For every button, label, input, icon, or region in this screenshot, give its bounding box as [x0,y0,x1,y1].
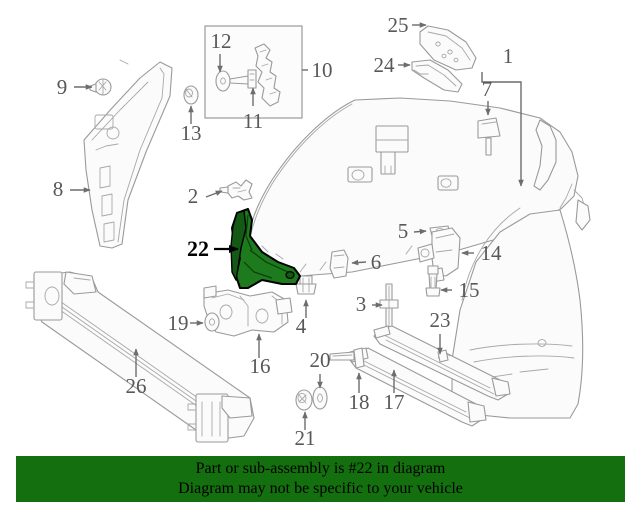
reflector-part-25 [419,25,477,71]
callout-label-17[interactable]: 17 [384,390,405,414]
callout-labels: 1 2 3 4 5 6 7 8 9 10 11 12 13 14 15 16 1… [53,13,514,450]
callout-label-7[interactable]: 7 [482,77,493,101]
info-banner: Part or sub-assembly is #22 in diagram D… [16,456,625,502]
callout-label-20[interactable]: 20 [310,348,331,372]
callout-label-4[interactable]: 4 [296,314,307,338]
callout-label-12[interactable]: 12 [211,29,232,53]
clip-part-9 [89,78,112,96]
callout-label-16[interactable]: 16 [250,354,271,378]
grommet-part-13 [183,85,199,105]
absorber-part-23 [373,325,511,401]
callout-label-6[interactable]: 6 [371,250,382,274]
grommet-part-21 [295,389,313,411]
callout-label-25[interactable]: 25 [388,13,409,37]
callout-label-8[interactable]: 8 [53,177,64,201]
side-rail-part-8 [83,59,173,249]
retainer-part-6 [329,249,349,279]
callout-label-10[interactable]: 10 [312,58,333,82]
callout-leaders [70,22,524,430]
bracket-part-14 [417,227,461,283]
callout-label-11[interactable]: 11 [243,109,263,133]
callout-label-24[interactable]: 24 [374,53,396,77]
bumper-reinforcement-part [25,271,255,443]
bolt-part-4 [295,275,317,295]
long-bolt-part-3 [379,283,399,331]
bracket-assembly-part-16 [203,285,293,337]
washer-part-20 [312,386,328,410]
callout-label-21[interactable]: 21 [295,426,316,450]
callout-label-5[interactable]: 5 [398,219,409,243]
callout-label-2[interactable]: 2 [188,184,199,208]
banner-line-part-number: Part or sub-assembly is #22 in diagram [195,460,446,477]
callout-label-15[interactable]: 15 [459,278,480,302]
callout-label-22[interactable]: 22 [187,236,209,261]
trim-cap-part-24 [411,59,463,93]
callout-label-3[interactable]: 3 [356,292,367,316]
banner-line-disclaimer: Diagram may not be specific to your vehi… [178,480,463,497]
callout-label-19[interactable]: 19 [168,311,189,335]
bumper-cover-part [246,97,591,419]
callout-label-9[interactable]: 9 [57,75,68,99]
callout-label-14[interactable]: 14 [481,241,503,265]
callout-label-1[interactable]: 1 [503,44,514,68]
callout-label-13[interactable]: 13 [181,121,202,145]
callout-label-23[interactable]: 23 [430,308,451,332]
clip-part-2 [219,179,253,201]
bolt-part-15 [425,265,441,297]
callout-label-18[interactable]: 18 [349,390,370,414]
callout-label-26[interactable]: 26 [126,374,147,398]
screw-part-18 [329,347,365,369]
highlighted-part-22 [230,208,301,289]
clip-part-7 [477,117,501,156]
